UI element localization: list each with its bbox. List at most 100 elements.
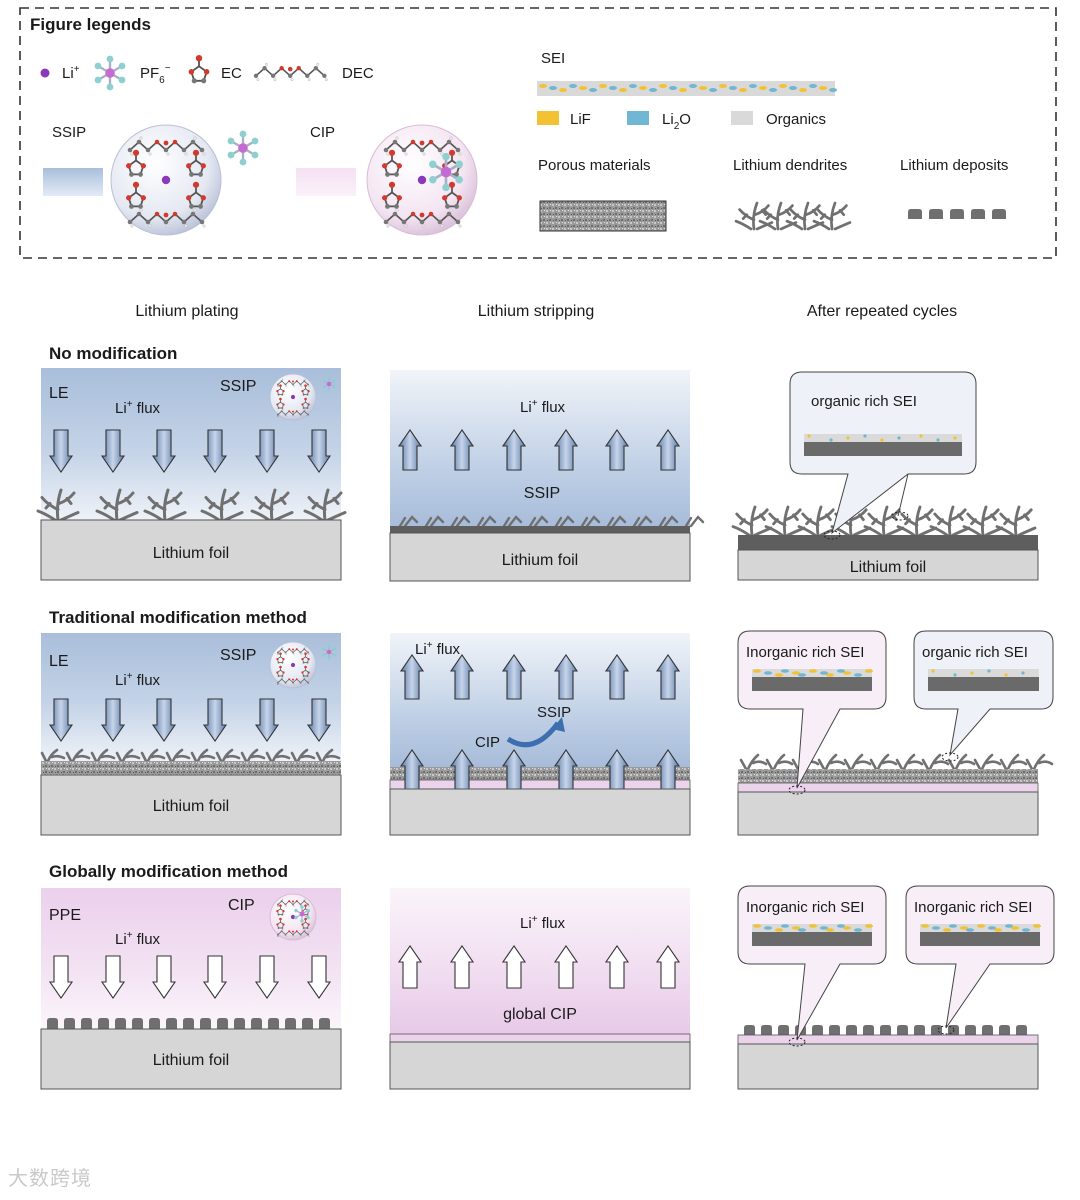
row3-plating-arrows xyxy=(48,955,332,999)
row3-plating-deposits xyxy=(47,1018,330,1029)
dec-atom xyxy=(280,900,283,903)
lithium-dendrite xyxy=(250,488,294,522)
row2-plating-dendrites xyxy=(40,748,341,763)
sei-legend-particle xyxy=(679,88,687,92)
carbon-atom xyxy=(189,204,194,209)
flux-arrow-down xyxy=(48,698,74,742)
lithium-deposit xyxy=(908,209,922,219)
hydrogen-atom xyxy=(300,385,303,387)
row2-cip-to-ssip-arrowhead xyxy=(552,717,565,732)
dec-atom xyxy=(296,66,301,71)
li-ion xyxy=(290,394,296,400)
dec-atom xyxy=(288,900,291,903)
phosphorus-atom xyxy=(326,649,332,655)
dec-atom xyxy=(307,933,310,936)
dec-atom xyxy=(136,211,142,217)
dec-atom xyxy=(437,147,443,153)
hydrogen-atom xyxy=(193,208,197,212)
dec-atom xyxy=(307,383,310,386)
col-header-plating: Lithium plating xyxy=(135,303,238,320)
carbon-atom xyxy=(277,407,280,410)
organics-label: Organics xyxy=(766,111,826,128)
dec-atom xyxy=(305,73,310,78)
porous-swatch xyxy=(539,200,667,232)
sei-legend-particle xyxy=(729,86,737,90)
fluorine-atom xyxy=(300,905,304,909)
callout-lithium-layer xyxy=(804,442,962,456)
row2-callout2-text: organic rich SEI xyxy=(922,644,1028,661)
row2-le-label: LE xyxy=(49,653,69,670)
flux-arrow-up xyxy=(399,749,425,793)
ec-molecule-icon xyxy=(188,54,210,84)
oxygen-atom xyxy=(301,923,304,926)
row1-plating-foil-label: Lithium foil xyxy=(153,545,229,562)
carbonyl-oxygen xyxy=(291,900,295,903)
dec-molecule xyxy=(276,676,310,685)
dec-atom xyxy=(288,930,291,933)
oxygen-atom xyxy=(186,195,192,201)
dec-molecule-icon xyxy=(253,62,328,82)
li2o-label: Li2O xyxy=(662,111,691,132)
flux-arrow-up xyxy=(655,749,681,793)
hydrogen-atom xyxy=(304,378,306,381)
short-dendrite xyxy=(165,748,191,763)
fluorine-atom xyxy=(294,915,298,920)
row3-title: Globally modification method xyxy=(49,862,288,881)
lithium-deposit xyxy=(47,1018,58,1029)
dec-atom xyxy=(136,139,142,145)
lithium-deposit xyxy=(778,1025,789,1035)
sei-particle xyxy=(977,924,985,928)
ec-molecule xyxy=(276,652,285,664)
flux-arrow-up xyxy=(501,749,527,793)
dec-atom xyxy=(292,681,294,684)
hydrogen-atom xyxy=(300,683,303,685)
row1-cycle-thick-sei xyxy=(738,535,1038,550)
oxygen-atom xyxy=(304,397,307,401)
row1-flux-label: Li+ flux xyxy=(115,399,161,417)
fluorine-atom xyxy=(322,653,326,657)
hydrogen-atom xyxy=(193,136,197,140)
sei-legend-particle xyxy=(549,86,557,90)
sei-particle xyxy=(880,438,884,442)
carbon-atom xyxy=(306,675,309,678)
ec-molecule xyxy=(276,665,285,678)
fluorine-atom xyxy=(332,385,336,389)
carbon-atom xyxy=(454,204,459,209)
row1-cycle-foil xyxy=(737,549,1039,581)
flux-arrow-up xyxy=(655,945,681,989)
carbon-atom xyxy=(281,927,284,930)
carbon-atom xyxy=(277,393,280,396)
legend-title: Figure legends xyxy=(30,15,151,34)
short-dendrite xyxy=(215,748,241,763)
carbon-atom xyxy=(302,927,305,930)
sei-particle xyxy=(781,924,789,928)
lithium-deposit xyxy=(846,1025,857,1035)
row2-ssip-sphere-icon xyxy=(269,641,336,689)
free-pf6-icon xyxy=(227,130,259,166)
hydrogen-atom xyxy=(293,935,295,937)
ssip-swatch xyxy=(43,168,103,196)
li-ion-icon xyxy=(40,68,50,78)
row2-plating-porous-layer xyxy=(41,761,341,775)
hydrogen-atom xyxy=(422,224,426,228)
flux-arrow-up xyxy=(604,945,630,989)
flux-arrow-up xyxy=(553,749,579,793)
dec-molecule xyxy=(383,208,462,228)
flux-arrow-down xyxy=(254,429,280,473)
dec-atom xyxy=(172,139,178,145)
lithium-dendrite xyxy=(995,505,1037,537)
sei-strip xyxy=(928,669,1039,677)
dec-atom xyxy=(437,219,443,225)
hydrogen-atom xyxy=(166,152,170,156)
oxygen-atom xyxy=(396,195,402,201)
dead-lithium xyxy=(684,515,705,528)
fluorine-atom xyxy=(442,183,450,192)
dec-atom xyxy=(163,219,169,225)
sei-particle xyxy=(897,436,901,440)
dec-molecule xyxy=(127,208,206,228)
fluorine-atom xyxy=(429,160,437,169)
fluorine-atom xyxy=(442,152,450,161)
dec-chain xyxy=(277,930,309,937)
flux-arrow-down xyxy=(202,698,228,742)
dec-atom xyxy=(428,139,434,145)
